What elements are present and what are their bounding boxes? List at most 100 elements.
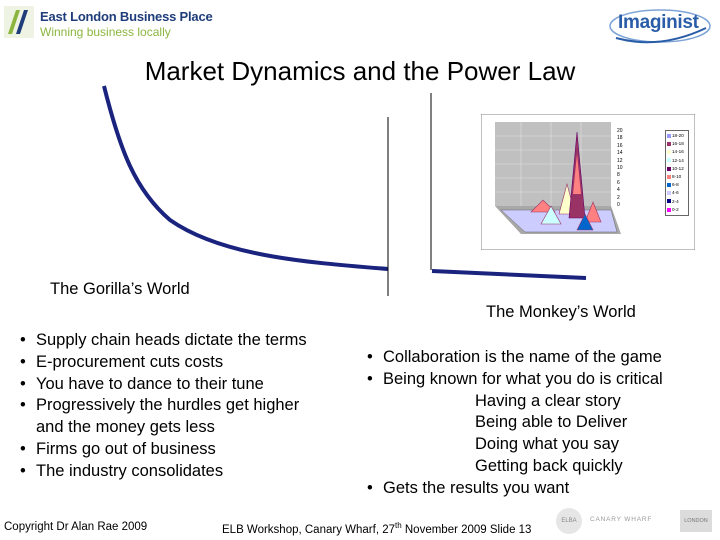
legend-label: 18-20 [672,133,684,138]
list-item: •Collaboration is the name of the game [367,347,717,369]
z-tick: 6 [617,179,620,186]
legend-swatch [667,207,671,212]
legend-swatch [667,158,671,163]
imaginist-swoosh-icon [609,9,711,44]
legend-label: 2-4 [672,198,679,204]
legend-entry: 16-18 [667,140,688,148]
z-tick: 8 [617,172,620,179]
sub-item: Having a clear story [475,391,621,410]
legend-entry: 12-14 [667,157,688,165]
event-prefix: ELB Workshop, Canary Wharf, 27 [222,523,395,536]
bullet-text: and the money gets less [36,418,215,437]
event-footer: ELB Workshop, Canary Wharf, 27th Novembe… [222,521,531,536]
legend-swatch [667,150,671,155]
legend-entry: 2-4 [667,198,688,206]
bullet-text: Collaboration is the name of the game [383,348,662,366]
z-tick: 20 [617,128,623,134]
imaginist-name: Imaginist [618,12,699,33]
elbp-mark-icon [4,6,34,38]
bullet-icon: • [20,461,26,480]
list-item: • Supply chain heads dictate the terms [20,330,370,352]
z-tick: 4 [617,187,620,194]
copyright-text: Copyright Dr Alan Rae 2009 [4,521,148,533]
legend-swatch [667,141,671,146]
elbp-tagline: Winning business locally [40,25,171,39]
bullet-icon: • [20,396,26,415]
gorilla-world-caption: The Gorilla’s World [50,280,190,298]
slide-title: Market Dynamics and the Power Law [144,56,576,86]
bullet-icon: • [20,352,26,371]
list-item: • Gets the results you want [367,478,717,500]
bullet-icon: • [20,439,26,458]
bullet-icon: • [367,478,373,497]
legend-swatch [667,166,671,171]
bullet-icon: • [20,374,26,393]
legend-entry: 10-12 [667,165,688,173]
monkey-world-caption: The Monkey’s World [486,303,636,321]
surface-chart-svg [480,113,696,251]
z-tick: 0 [617,202,620,209]
z-tick: 10 [617,165,623,172]
z-tick: 14 [617,150,623,157]
legend-entry: 6-8 [667,181,688,189]
sponsor-logos: ELBA CANARY WHARF LONDON [556,506,716,536]
z-tick: 2 [617,194,620,201]
legend-swatch [667,133,671,138]
legend-label: 4-6 [672,190,679,196]
list-item: • Being known for what you do is critical [367,369,717,391]
legend-label: 6-8 [672,182,679,188]
canary-wharf-logo: CANARY WHARF [590,516,653,523]
bullet-icon: • [367,369,373,388]
legend-label: 10-12 [672,165,684,171]
sub-item: Getting back quickly [475,456,623,475]
list-item: • Firms go out of business [20,439,370,461]
bullet-text: You have to dance to their tune [36,374,264,393]
legend-swatch [667,199,671,204]
bullet-icon: • [20,331,26,349]
bullet-text: Gets the results you want [383,478,570,497]
elba-logo: ELBA [556,508,582,534]
sub-item: Being able to Deliver [475,413,628,432]
legend-entry: 8-10 [667,173,688,181]
list-item: • You have to dance to their tune [20,374,370,396]
power-law-curve [102,85,389,271]
bullet-text: E-procurement cuts costs [36,352,224,371]
legend-label: 16-18 [672,141,684,147]
east-london-business-place-logo: East London Business Place Winning busin… [4,4,213,44]
bullet-text: Being known for what you do is critical [383,369,663,388]
event-suffix: November 2009 Slide 13 [401,523,532,536]
elbp-name: East London Business Place [40,9,213,24]
bullet-text: The industry consolidates [36,461,224,480]
z-tick: 18 [617,135,623,142]
legend-label: 8-10 [672,174,682,180]
legend-entry: 18-20 [667,132,688,140]
list-item: • E-procurement cuts costs [20,352,370,374]
legend-label: 0-2 [672,206,679,212]
monkey-bullet-list: •Collaboration is the name of the game •… [367,347,717,500]
list-item: • The industry consolidates [20,461,370,483]
bullet-text: Progressively the hurdles get higher [36,396,300,415]
list-item: • Progressively the hurdles get higher [20,395,370,417]
legend-entry: 0-2 [667,206,688,214]
legend-entry: 4-6 [667,189,688,197]
imaginist-logo: Imaginist [606,4,714,46]
bullet-text: Firms go out of business [36,439,216,458]
bullet-text: Supply chain heads dictate the terms [36,331,307,349]
list-item-continuation: and the money gets less [20,417,370,439]
z-axis-ticks: 20 18 16 14 12 10 8 6 4 2 0 [617,128,623,209]
gorilla-bullet-list: • Supply chain heads dictate the terms • E… [20,330,370,483]
z-tick: 16 [617,142,623,149]
legend-entry: 14-16 [667,148,688,156]
monkey-world-line [431,269,587,280]
london-logo: LONDON [680,510,712,532]
legend-swatch [667,183,671,187]
legend-swatch [667,191,671,196]
legend-label: 12-14 [672,157,684,163]
z-tick: 12 [617,157,623,164]
event-superscript: th [395,521,402,530]
sub-item: Doing what you say [475,435,619,454]
legend-swatch [667,174,671,179]
